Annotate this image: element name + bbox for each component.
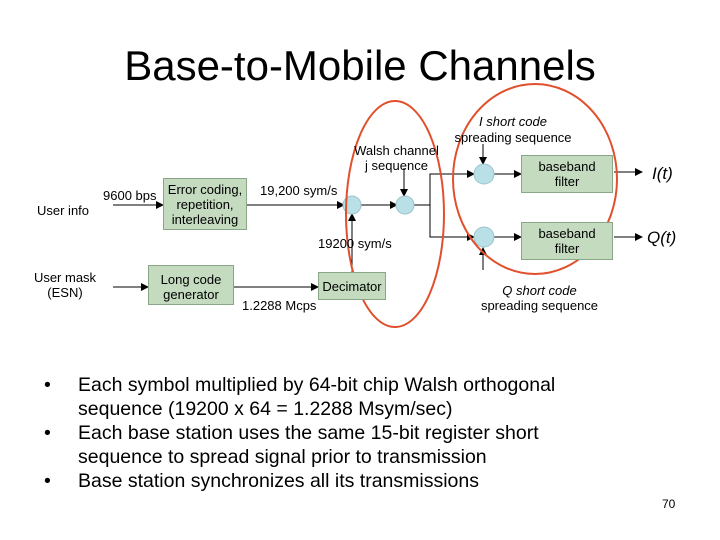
user-mask-label: User mask(ESN) [33, 270, 97, 300]
bullet-list: • Each symbol multiplied by 64-bit chip … [30, 373, 700, 493]
page-number: 70 [662, 497, 676, 511]
line-split-lower [429, 205, 475, 241]
error-coding-box: Error coding,repetition,interleaving [163, 178, 247, 230]
bullet-item: • Base station synchronizes all its tran… [44, 470, 479, 492]
i-output-label: I(t) [652, 164, 673, 183]
q-multiplier-node [473, 226, 495, 248]
user-info-label: User info [37, 203, 90, 218]
walsh-highlight-ring [345, 100, 445, 328]
slide-title: Base-to-Mobile Channels [124, 42, 596, 89]
sym-rate-lower-label: 19200 sym/s [318, 236, 392, 251]
rate-9600-label: 9600 bps [103, 188, 157, 203]
i-short-code-label: I short code [479, 114, 547, 129]
bullet-item: • Each symbol multiplied by 64-bit chip … [44, 374, 556, 420]
short-code-highlight-ring [452, 83, 618, 275]
multiplier-node-1 [342, 195, 362, 215]
sym-rate-label: 19,200 sym/s [260, 183, 338, 198]
q-output-label: Q(t) [647, 228, 677, 247]
bullet-dot: • [44, 374, 51, 396]
bullet-dot: • [44, 422, 51, 444]
chip-rate-label: 1.2288 Mcps [242, 298, 317, 313]
i-short-code-label-2: spreading sequence [454, 130, 572, 145]
line-split [413, 173, 474, 206]
walsh-multiplier-node [395, 195, 415, 215]
bullet-item: • Each base station uses the same 15-bit… [44, 422, 539, 468]
bullet-dot: • [44, 470, 51, 492]
i-multiplier-node [473, 163, 495, 185]
decimator-box: Decimator [318, 272, 386, 300]
